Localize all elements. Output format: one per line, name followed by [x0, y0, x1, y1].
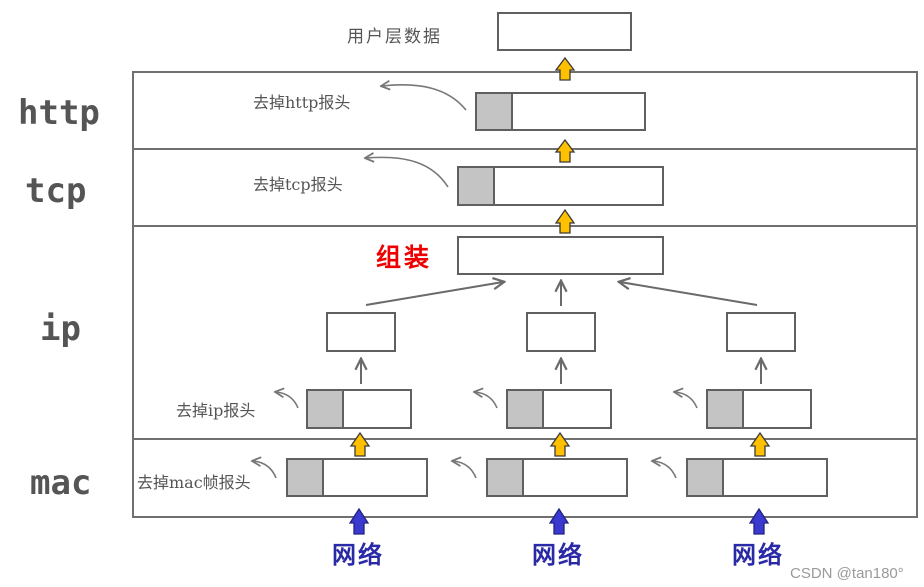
ip-header	[706, 389, 744, 429]
up-arrow-gold	[749, 431, 771, 457]
up-arrow-gold	[554, 138, 576, 163]
network-label-3: 网络	[732, 540, 784, 569]
up-arrow-gold	[349, 431, 371, 457]
mac-header	[286, 458, 324, 497]
note-strip-ip: 去掉ip报头	[176, 401, 255, 420]
mac-frame-3	[686, 458, 828, 497]
fragment-box-3	[726, 312, 796, 352]
fragment-box-2	[526, 312, 596, 352]
curved-arrow	[675, 392, 698, 409]
note-strip-mac: 去掉mac帧报头	[137, 473, 251, 492]
ip-packet-3	[706, 389, 812, 429]
up-arrow-gold	[549, 431, 571, 457]
network-arrow	[548, 507, 570, 535]
user-data-label: 用户层数据	[347, 27, 442, 47]
curved-arrow	[453, 461, 477, 479]
curved-arrow	[382, 85, 467, 111]
assemble-label: 组装	[376, 243, 432, 272]
mac-layer-band	[132, 438, 918, 518]
ip-header	[306, 389, 344, 429]
ip-packet-1	[306, 389, 412, 429]
up-arrow-gold	[554, 208, 576, 234]
up-arrow-gold	[554, 56, 576, 81]
curved-arrow	[276, 392, 299, 409]
network-arrow	[748, 507, 770, 535]
network-label-2: 网络	[532, 540, 584, 569]
mac-frame-1	[286, 458, 428, 497]
mac-frame-2	[486, 458, 628, 497]
network-label-1: 网络	[332, 540, 384, 569]
curved-arrow	[653, 461, 677, 479]
layer-label-tcp: tcp	[25, 171, 86, 211]
ip-header	[506, 389, 544, 429]
layer-label-mac: mac	[30, 463, 91, 503]
network-arrow	[348, 507, 370, 535]
curved-arrow	[366, 157, 449, 188]
tcp-packet	[457, 166, 664, 206]
note-strip-tcp: 去掉tcp报头	[253, 175, 343, 194]
layer-label-ip: ip	[40, 309, 81, 349]
fragment-box-1	[326, 312, 396, 352]
merge-arrow	[620, 282, 758, 306]
curved-arrow	[475, 392, 498, 409]
tcp-header	[457, 166, 495, 206]
http-packet	[475, 92, 646, 131]
mac-header	[486, 458, 524, 497]
watermark: CSDN @tan180°	[790, 565, 904, 582]
mac-header	[686, 458, 724, 497]
layer-label-http: http	[18, 93, 100, 133]
ip-packet-2	[506, 389, 612, 429]
assembled-packet	[457, 236, 664, 275]
merge-arrow	[365, 282, 503, 306]
user-data-box	[497, 12, 632, 51]
http-header	[475, 92, 513, 131]
curved-arrow	[253, 461, 277, 479]
note-strip-http: 去掉http报头	[253, 93, 350, 112]
